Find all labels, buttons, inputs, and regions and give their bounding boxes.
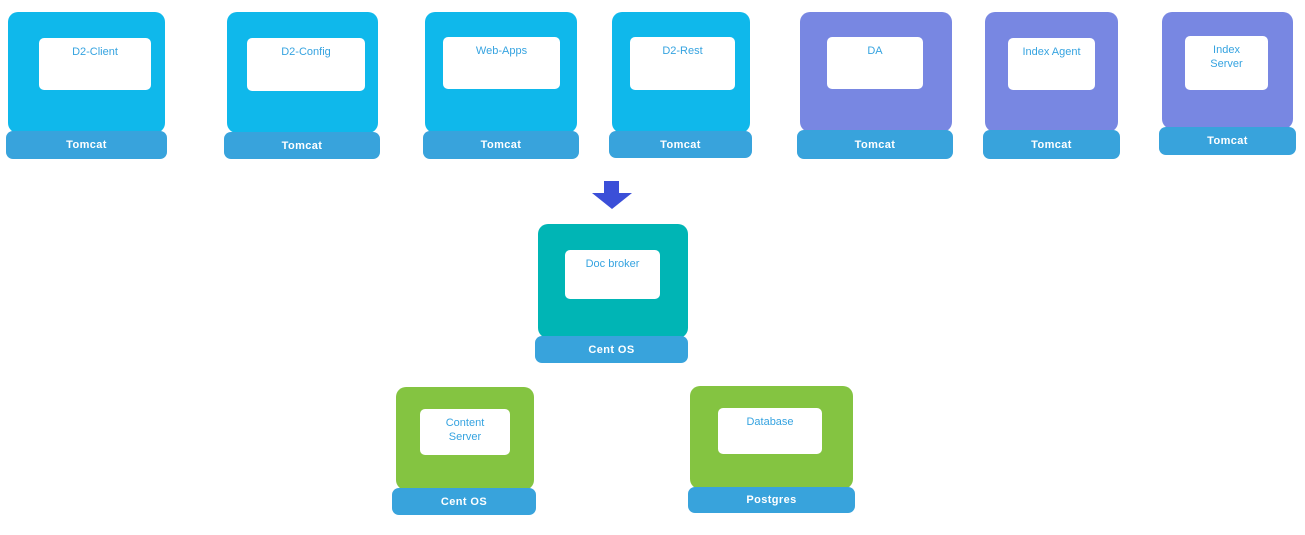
- node-d2-client: D2-Client Tomcat: [6, 12, 167, 159]
- node-content-server: Content Server Cent OS: [392, 387, 536, 515]
- node-label: Content Server: [445, 417, 485, 443]
- node-label-box: Index Server: [1185, 36, 1268, 90]
- node-label-box: D2-Client: [39, 38, 151, 90]
- platform-label: Tomcat: [480, 139, 522, 151]
- platform-label: Tomcat: [660, 138, 701, 151]
- node-label: Doc broker: [585, 258, 640, 270]
- node-label: Index Server: [1210, 44, 1243, 70]
- node-d2-config: D2-Config Tomcat: [224, 12, 380, 159]
- platform-label: Tomcat: [66, 139, 107, 151]
- platform-band: Tomcat: [797, 130, 953, 159]
- node-label: Database: [746, 416, 794, 428]
- node-label-box: Index Agent: [1008, 38, 1095, 90]
- node-label: D2-Config: [281, 46, 331, 58]
- node-label-box: Content Server: [420, 409, 510, 455]
- node-da: DA Tomcat: [797, 12, 953, 159]
- platform-label: Tomcat: [1031, 138, 1072, 151]
- node-label-box: D2-Config: [247, 38, 365, 91]
- node-doc-broker: Doc broker Cent OS: [535, 224, 688, 363]
- node-label-box: Doc broker: [565, 250, 660, 299]
- platform-label: Cent OS: [588, 343, 635, 356]
- platform-band: Tomcat: [423, 131, 579, 159]
- down-arrow-stem: [604, 181, 619, 194]
- node-d2-rest: D2-Rest Tomcat: [609, 12, 752, 158]
- node-label: DA: [867, 45, 883, 57]
- node-label-box: D2-Rest: [630, 37, 735, 90]
- node-label-box: DA: [827, 37, 923, 89]
- node-label: Web-Apps: [475, 45, 528, 57]
- node-web-apps: Web-Apps Tomcat: [423, 12, 579, 160]
- platform-band: Tomcat: [609, 131, 752, 158]
- node-label-box: Database: [718, 408, 822, 454]
- node-label: D2-Client: [72, 46, 118, 58]
- down-arrow-head: [592, 193, 632, 209]
- node-label: D2-Rest: [662, 45, 703, 57]
- node-index-server: Index Server Tomcat: [1159, 12, 1296, 155]
- platform-band: Cent OS: [535, 336, 688, 363]
- platform-band: Tomcat: [6, 131, 167, 159]
- platform-label: Tomcat: [1207, 135, 1248, 147]
- platform-label: Tomcat: [281, 139, 323, 152]
- platform-band: Tomcat: [983, 130, 1120, 159]
- platform-band: Cent OS: [392, 488, 536, 515]
- platform-band: Tomcat: [224, 132, 380, 159]
- node-database: Database Postgres: [688, 386, 855, 513]
- platform-label: Postgres: [746, 494, 797, 506]
- node-label-box: Web-Apps: [443, 37, 560, 89]
- down-arrow-icon: [592, 180, 632, 209]
- node-label: Index Agent: [1022, 46, 1081, 58]
- node-index-agent: Index Agent Tomcat: [983, 12, 1120, 159]
- platform-label: Tomcat: [854, 138, 896, 151]
- platform-label: Cent OS: [440, 495, 488, 508]
- platform-band: Postgres: [688, 487, 855, 513]
- platform-band: Tomcat: [1159, 127, 1296, 155]
